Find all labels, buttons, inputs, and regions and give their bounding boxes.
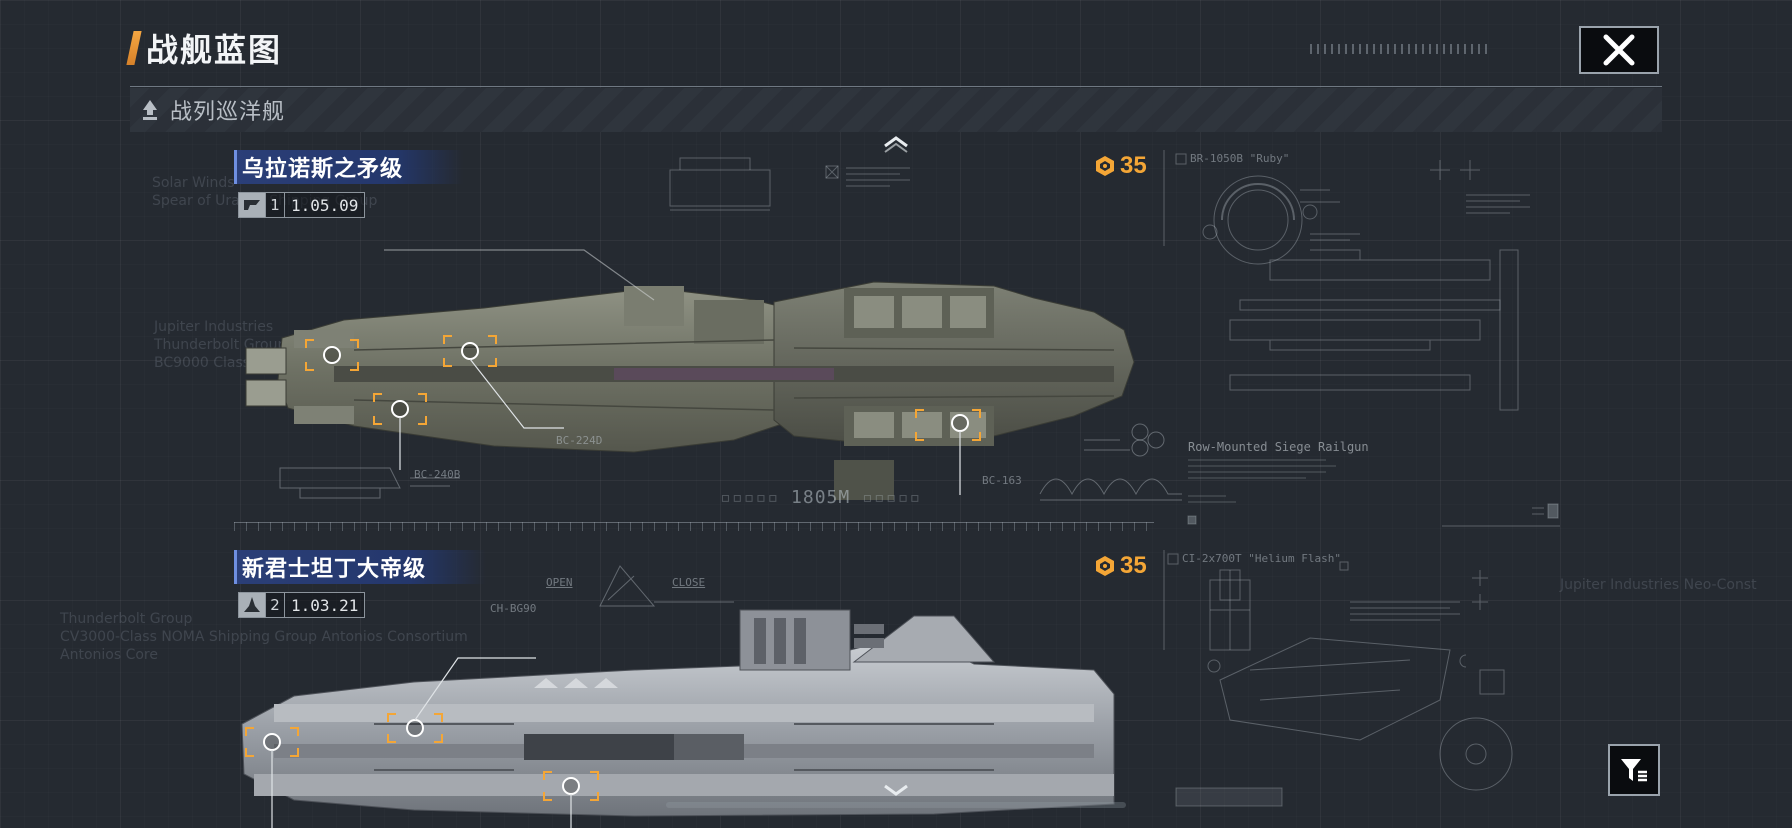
ship-name: 乌拉诺斯之矛级 bbox=[234, 150, 464, 184]
close-icon bbox=[1603, 34, 1635, 66]
ship-version: 1.05.09 bbox=[291, 195, 359, 215]
hardpoint-label-1: BC-224D bbox=[556, 434, 603, 447]
close-button[interactable] bbox=[1579, 26, 1659, 74]
ship-2-system-label: CI-2x700T "Helium Flash" bbox=[1182, 552, 1341, 565]
blueprint-sketch-wave bbox=[1039, 478, 1182, 501]
blueprint-meter bbox=[1442, 503, 1560, 527]
blueprint-currency-icon bbox=[1096, 156, 1114, 176]
scroll-down-icon[interactable] bbox=[881, 782, 911, 800]
ship-1-length-label: ▫▫▫▫▫ 1805M ▫▫▫▫▫ bbox=[720, 487, 922, 508]
ship-tier: 1 bbox=[265, 193, 285, 217]
header-decoration bbox=[1310, 44, 1490, 54]
manufacturer-icon bbox=[239, 593, 265, 617]
hardpoint-label-3: BC-163 bbox=[982, 474, 1022, 487]
blueprint-sketch-circles bbox=[1084, 423, 1165, 457]
background-text-block-3: Thunderbolt Group CV3000-Class NOMA Ship… bbox=[60, 611, 468, 663]
ship-meta: 2 1.03.21 bbox=[238, 592, 366, 618]
ship-version: 1.03.21 bbox=[291, 595, 359, 615]
blueprint-sketch-left bbox=[279, 467, 460, 499]
ship-2-model bbox=[241, 609, 1115, 828]
scroll-indicator bbox=[666, 802, 1126, 808]
blueprint-currency-icon bbox=[1096, 556, 1114, 576]
category-label: 战列巡洋舰 bbox=[170, 100, 286, 125]
blueprint-bar bbox=[1175, 787, 1283, 807]
hardpoint-label-2: BC-240B bbox=[414, 468, 461, 481]
ship-meta: 1 1.05.09 bbox=[238, 192, 366, 218]
scroll-up-icon[interactable] bbox=[881, 136, 911, 154]
blueprint-panel-1 bbox=[1163, 150, 1530, 411]
open-close-sketch bbox=[599, 565, 734, 607]
category-bar: 战列巡洋舰 bbox=[130, 88, 1662, 132]
cost-value: 35 bbox=[1120, 152, 1147, 179]
ship-card-2[interactable]: 新君士坦丁大帝级 2 1.03.21 35 OPEN CLOSE CH-BG90 bbox=[234, 550, 1154, 828]
cost-value: 35 bbox=[1120, 552, 1147, 579]
weapon-description-lines bbox=[1187, 459, 1336, 525]
toggle-close-label: CLOSE bbox=[672, 576, 706, 589]
ship-name: 新君士坦丁大帝级 bbox=[234, 550, 487, 584]
page-title: 战舰蓝图 bbox=[126, 28, 283, 69]
background-text-block-4: Jupiter Industries Neo-Const bbox=[1560, 577, 1757, 593]
blueprint-cost: 35 bbox=[1094, 152, 1147, 180]
ship-1-model bbox=[245, 249, 1135, 500]
filter-icon bbox=[1621, 759, 1647, 782]
blueprint-cost: 35 bbox=[1094, 552, 1147, 580]
blueprint-panel-2 bbox=[1163, 550, 1513, 791]
header-divider bbox=[130, 86, 1662, 87]
blueprint-sketch-top bbox=[669, 157, 910, 211]
ship-1-system-label: BR-1050B "Ruby" bbox=[1190, 152, 1290, 165]
manufacturer-icon bbox=[239, 193, 265, 217]
battlecruiser-class-icon bbox=[143, 100, 157, 120]
ship-card-1[interactable]: 乌拉诺斯之矛级 1 1.05.09 35 bbox=[234, 150, 1154, 520]
page-title-text: 战舰蓝图 bbox=[146, 31, 283, 69]
toggle-open-label: OPEN bbox=[546, 576, 573, 589]
filter-button[interactable] bbox=[1608, 744, 1660, 796]
section-divider-ruler bbox=[234, 522, 1154, 531]
hardpoint-label-4: CH-BG90 bbox=[490, 602, 537, 615]
ship-1-weapon-title: Row-Mounted Siege Railgun bbox=[1188, 440, 1369, 454]
ship-tier: 2 bbox=[265, 593, 285, 617]
